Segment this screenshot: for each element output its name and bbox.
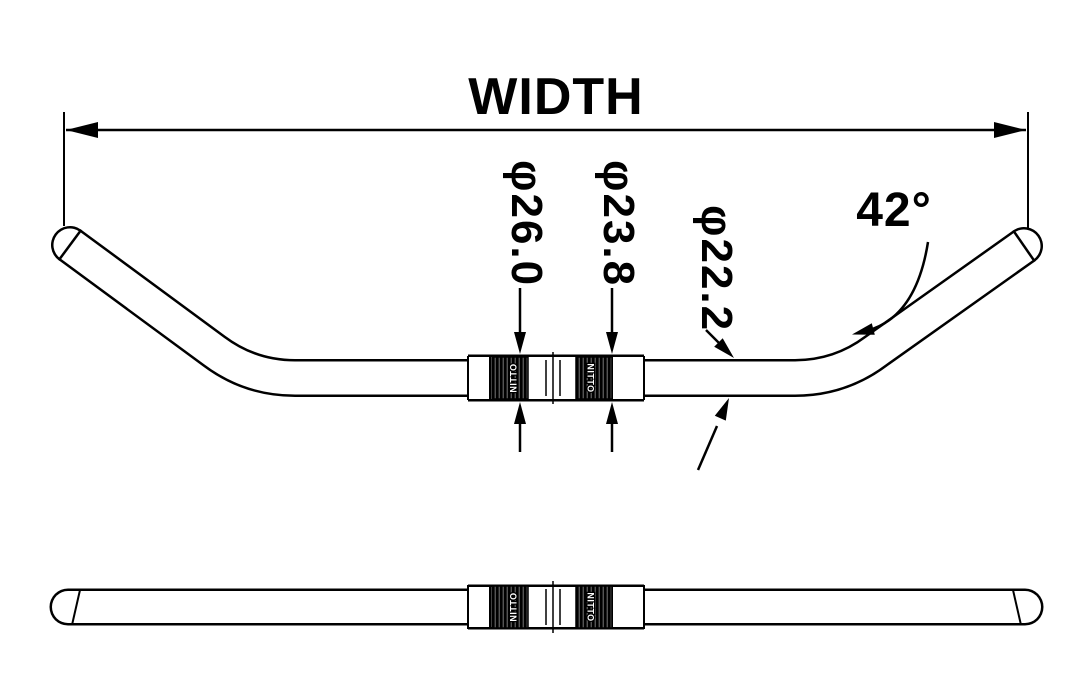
brand-label-right: NITTO <box>586 363 596 392</box>
brand-label-left: NITTO <box>508 363 518 392</box>
grip-arrow-bottom-icon <box>714 398 729 421</box>
clamp-diameter-callout: φ26.0 <box>502 160 551 452</box>
width-dimension: WIDTH <box>63 68 1029 228</box>
bend-angle-label: 42° <box>856 184 932 237</box>
width-arrow-left-icon <box>66 122 98 138</box>
clamp-arrow-bottom-icon <box>514 402 526 424</box>
side-brand-label-left: NITTO <box>508 592 518 621</box>
grip-arrow-top-line <box>705 329 720 344</box>
width-label: WIDTH <box>468 68 643 126</box>
sleeve-diameter-callout: φ23.8 <box>594 160 643 452</box>
bend-angle-callout: 42° <box>852 184 932 335</box>
grip-arrow-top-icon <box>714 338 734 358</box>
top-view: WIDTH NITTO NITTO <box>51 68 1043 471</box>
side-knurl-band-left <box>491 585 529 629</box>
handlebar-side: NITTO NITTO <box>49 581 1044 633</box>
sleeve-arrow-top-icon <box>606 332 618 354</box>
bend-angle-arc <box>865 241 930 333</box>
side-knurl-band-right <box>575 585 613 629</box>
end-cap-line-right <box>1012 229 1036 263</box>
width-arrow-right-icon <box>994 122 1026 138</box>
clamp-diameter-label: φ26.0 <box>502 160 551 287</box>
sleeve-diameter-label: φ23.8 <box>594 160 643 287</box>
side-end-line-left <box>71 589 81 626</box>
clamp-arrow-top-icon <box>514 332 526 354</box>
side-brand-label-right: NITTO <box>586 592 596 621</box>
side-end-line-right <box>1012 589 1022 626</box>
grip-arrow-bottom-line <box>696 425 719 471</box>
knurl-band-left <box>491 356 529 400</box>
handlebar-top: NITTO NITTO <box>51 226 1043 404</box>
grip-diameter-label: φ22.2 <box>692 205 741 332</box>
grip-diameter-callout: φ22.2 <box>692 205 741 471</box>
knurl-band-right <box>575 356 613 400</box>
sleeve-arrow-bottom-icon <box>606 402 618 424</box>
end-cap-line-left <box>57 228 83 262</box>
bend-angle-arrow-icon <box>852 323 875 335</box>
side-view: NITTO NITTO <box>49 581 1044 633</box>
